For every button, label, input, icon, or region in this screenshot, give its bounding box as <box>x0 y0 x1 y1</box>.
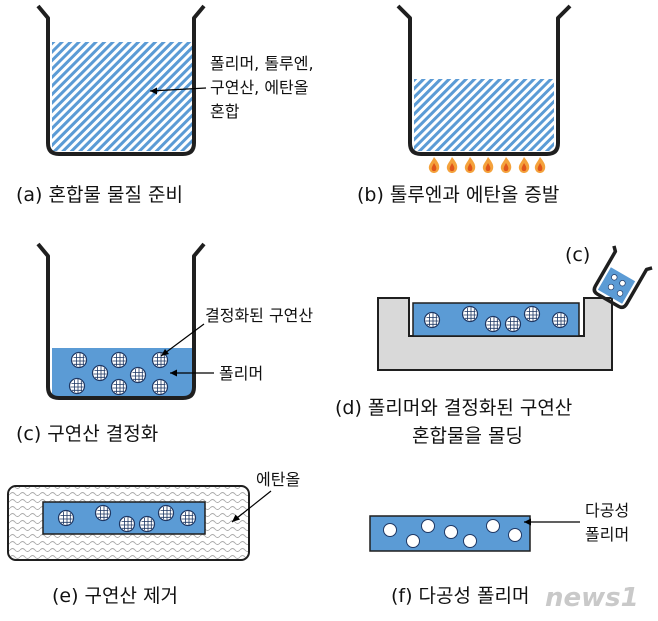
mixture-label-line-3: 혼합 <box>210 102 240 121</box>
polymer-label: 폴리머 <box>219 364 263 383</box>
pores <box>383 519 522 548</box>
flame-icon <box>464 157 476 173</box>
burner-flames <box>428 157 546 173</box>
grid-crystal-icon <box>68 377 86 395</box>
panel-e: 에탄올 (e) 구연산 제거 <box>7 470 300 607</box>
panel-d: (c) (d) 폴리머와 결정화된 구연산 혼합물을 몰딩 <box>335 244 653 447</box>
grid-crystal-icon <box>94 504 112 522</box>
pore-circle-icon <box>406 534 420 548</box>
pore-circle-icon <box>463 534 477 548</box>
beaker-icon <box>36 242 206 400</box>
panel-c: 결정화된 구연산 폴리머 (c) 구연산 결정화 <box>16 242 313 445</box>
grid-crystal-icon <box>110 378 128 396</box>
flame-icon <box>518 157 530 173</box>
panel-a: 폴리머, 톨루엔, 구연산, 에탄올 혼합 (a) 혼합물 물질 준비 <box>16 4 314 206</box>
arrowhead-icon <box>170 369 177 377</box>
caption-b: (b) 톨루엔과 에탄올 증발 <box>357 184 559 206</box>
ethanol-pointer-line <box>231 490 272 523</box>
grid-crystal-icon <box>504 315 522 333</box>
flame-icon <box>428 157 440 173</box>
caption-c: (c) 구연산 결정화 <box>16 423 158 445</box>
grid-crystal-icon <box>70 351 88 369</box>
flame-icon <box>500 157 512 173</box>
flame-icon <box>446 157 458 173</box>
grid-crystal-icon <box>157 504 175 522</box>
mixture-label-line-2: 구연산, 에탄올 <box>210 78 309 97</box>
beaker-icon <box>592 245 653 310</box>
grid-crystal-icon <box>57 509 75 527</box>
caption-f: (f) 다공성 폴리머 <box>391 585 529 607</box>
grid-crystal-icon <box>129 366 147 384</box>
caption-d-line-2: 혼합물을 몰딩 <box>412 425 523 447</box>
grid-crystal-icon <box>551 311 569 329</box>
beaker-icon <box>396 4 572 156</box>
caption-d-line-1: (d) 폴리머와 결정화된 구연산 <box>335 397 572 419</box>
reduced-mixture-liquid <box>414 79 554 151</box>
grid-crystal-icon <box>138 515 156 533</box>
caption-a: (a) 혼합물 물질 준비 <box>16 184 183 206</box>
grid-crystal-icon <box>179 509 197 527</box>
caption-e: (e) 구연산 제거 <box>52 585 178 607</box>
arrowhead-icon <box>161 349 169 356</box>
ethanol-label: 에탄올 <box>256 470 300 489</box>
pore-circle-icon <box>383 523 397 537</box>
arrowhead-icon <box>232 514 240 522</box>
panel-b: (b) 톨루엔과 에탄올 증발 <box>357 4 572 206</box>
grid-crystal-icon <box>484 315 502 333</box>
mixture-label-line-1: 폴리머, 톨루엔, <box>210 54 314 73</box>
label-pointer-line <box>149 87 207 92</box>
mold-icon <box>377 297 613 371</box>
grid-crystal-icon <box>423 311 441 329</box>
crystal-label: 결정화된 구연산 <box>205 306 313 325</box>
grid-crystal-icon <box>91 364 109 382</box>
pore-circle-icon <box>486 519 500 533</box>
watermark-logo: news1 <box>545 583 639 613</box>
pore-circle-icon <box>444 525 458 539</box>
mixture-liquid <box>52 42 192 151</box>
grid-crystal-icon <box>151 378 169 396</box>
grid-crystal-icon <box>523 305 541 323</box>
porous-label-line-2: 폴리머 <box>585 525 629 544</box>
beaker-icon <box>36 4 206 156</box>
grid-crystal-icon <box>461 305 479 323</box>
flame-icon <box>482 157 494 173</box>
grid-crystal-icon <box>110 351 128 369</box>
flame-icon <box>534 157 546 173</box>
porous-label-line-1: 다공성 <box>585 501 629 520</box>
arrowhead-icon <box>150 87 157 95</box>
pouring-beaker <box>592 245 653 310</box>
pore-circle-icon <box>421 519 435 533</box>
arrowhead-icon <box>524 518 531 526</box>
grid-crystal-icon <box>118 515 136 533</box>
pore-circle-icon <box>508 528 522 542</box>
pour-step-marker: (c) <box>565 244 590 266</box>
crystal-pointer-line <box>160 323 205 357</box>
panel-f: 다공성 폴리머 (f) 다공성 폴리머 <box>369 501 629 607</box>
